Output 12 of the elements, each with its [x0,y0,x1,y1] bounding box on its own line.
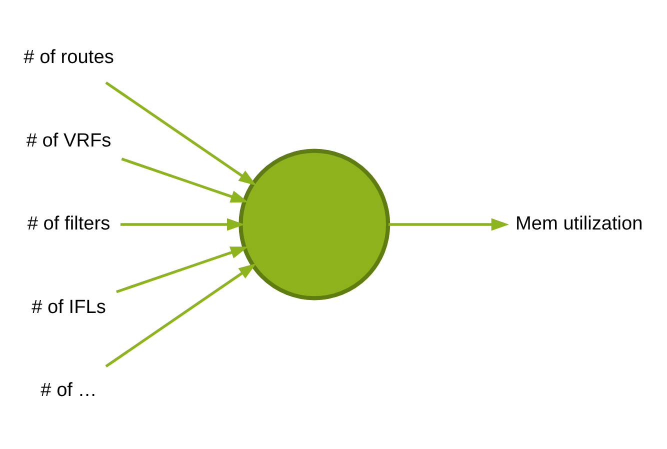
arrow [105,263,256,368]
node-text: # of IFLs [32,296,106,318]
node-text: Mem utilization [515,214,643,235]
arrow [388,218,510,231]
arrow [116,246,248,294]
arrow [120,218,245,231]
node-text: # of filters [27,214,110,235]
node-text: # of routes [24,47,114,68]
arrow [121,158,248,202]
node-text: # of VRFs [26,130,112,152]
arrow [105,81,256,186]
node-text: # of … [40,380,97,402]
